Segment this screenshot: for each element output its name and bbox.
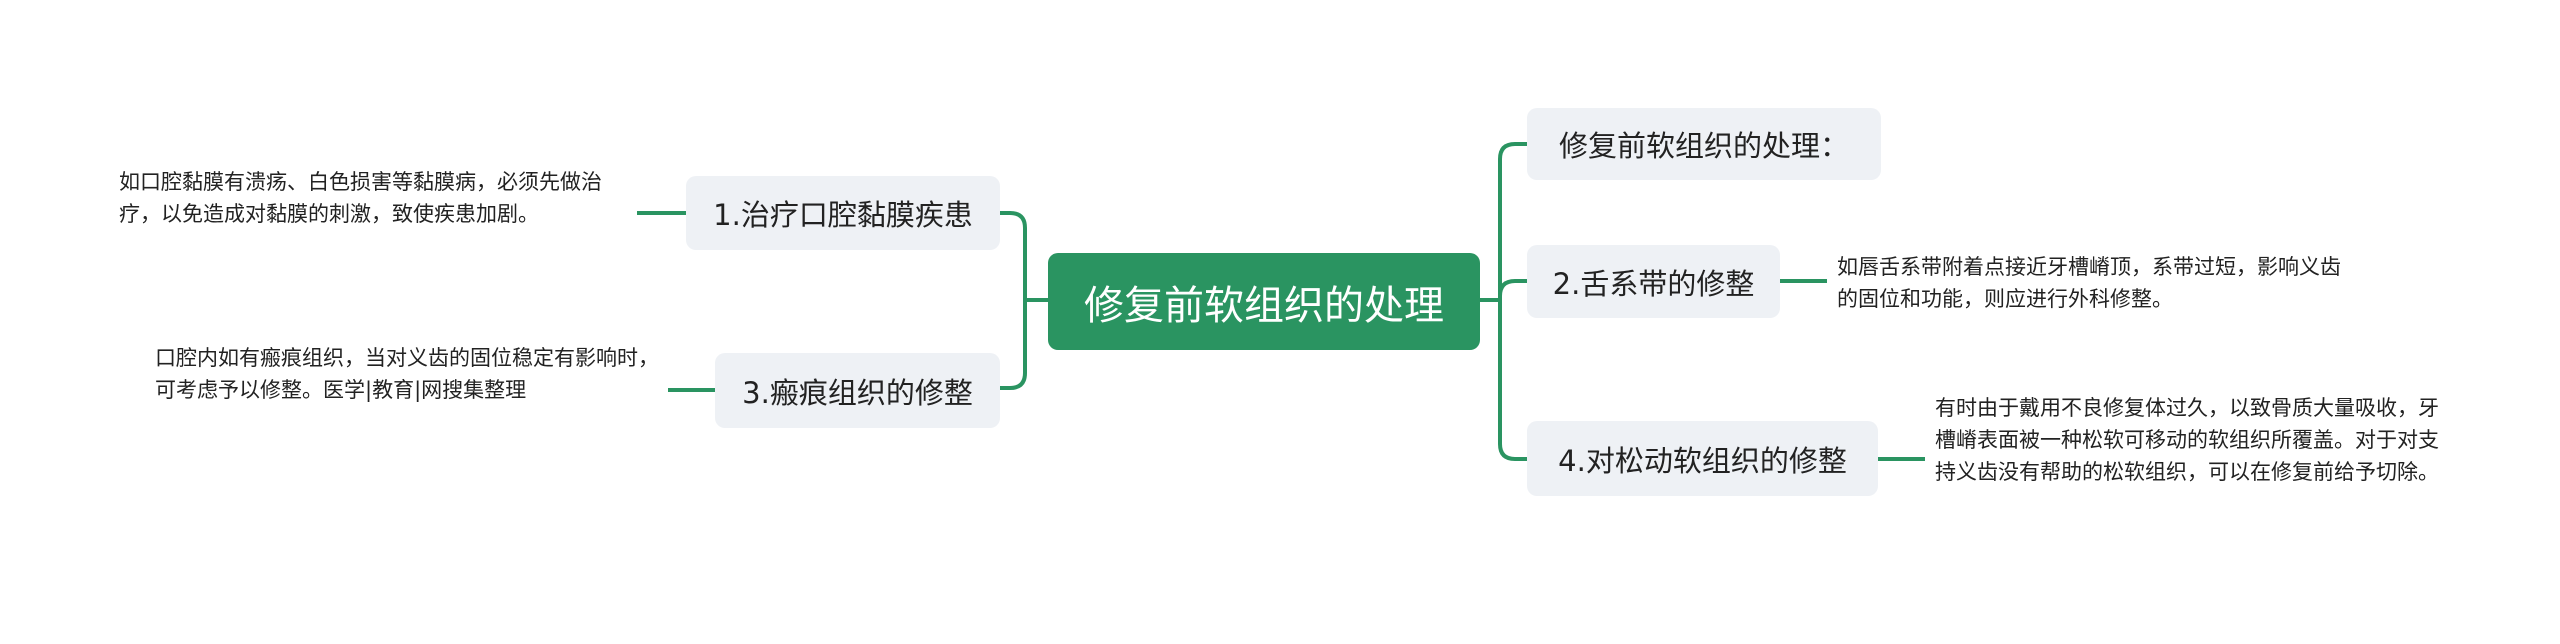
branch-node-heading[interactable]: 修复前软组织的处理： — [1527, 108, 1881, 180]
note-node-4[interactable]: 有时由于戴用不良修复体过久，以致骨质大量吸收，牙槽嵴表面被一种松软可移动的软组织… — [1935, 396, 2439, 484]
connector-node2 — [1498, 279, 1527, 297]
connector-right-trunk — [1498, 142, 1527, 461]
connector-left-trunk — [1000, 211, 1027, 390]
root-node[interactable]: 修复前软组织的处理 — [1048, 253, 1480, 350]
note-node-2[interactable]: 如唇舌系带附着点接近牙槽嵴顶，系带过短，影响义齿的固位和功能，则应进行外科修整。 — [1837, 255, 2341, 311]
branch-node-2[interactable]: 2.舌系带的修整 — [1527, 245, 1780, 318]
branch-node-4[interactable]: 4.对松动软组织的修整 — [1527, 421, 1878, 496]
note-node-3[interactable]: 口腔内如有瘢痕组织，当对义齿的固位稳定有影响时，可考虑予以修整。医学|教育|网搜… — [155, 346, 659, 402]
branch-node-3[interactable]: 3.瘢痕组织的修整 — [715, 353, 1000, 428]
note-node-1[interactable]: 如口腔黏膜有溃疡、白色损害等黏膜病，必须先做治疗，以免造成对黏膜的刺激，致使疾患… — [119, 170, 602, 226]
branch-node-1[interactable]: 1.治疗口腔黏膜疾患 — [686, 176, 1000, 250]
